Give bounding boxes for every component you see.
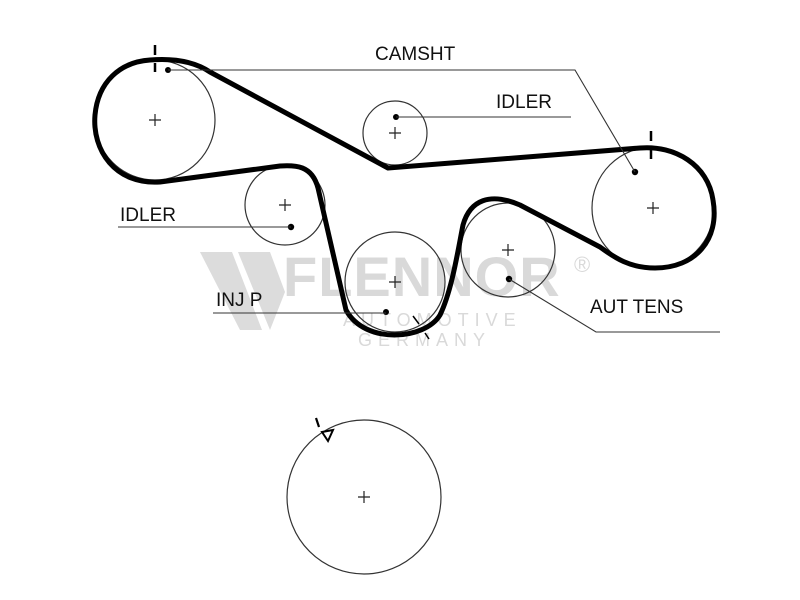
inj-timing-mark — [412, 315, 430, 340]
label-auto-tensioner: AUT TENS — [590, 297, 683, 318]
label-idler-top: IDLER — [496, 92, 552, 113]
label-idler-left: IDLER — [120, 205, 176, 226]
watermark-line1: AUTOMOTIVE — [343, 310, 522, 330]
camshaft-leader — [168, 69, 636, 173]
watermark-logo-icon-2 — [238, 252, 285, 330]
watermark-brand: FLENNOR — [283, 245, 561, 308]
center-marks — [149, 114, 659, 503]
crank-timing-mark — [314, 417, 335, 444]
injection-pump-pulley — [344, 231, 446, 333]
label-camshaft: CAMSHT — [375, 44, 456, 65]
label-injection-pump: INJ P — [216, 290, 262, 311]
watermark: FLENNOR ® AUTOMOTIVE GERMANY — [200, 245, 590, 350]
crankshaft-pulley — [286, 419, 442, 575]
tens-leader — [508, 278, 720, 333]
watermark-logo-icon — [200, 252, 262, 330]
leader-lines — [118, 69, 720, 333]
timing-belt — [92, 57, 717, 338]
timing-marks — [153, 45, 653, 159]
watermark-registered: ® — [574, 252, 590, 277]
